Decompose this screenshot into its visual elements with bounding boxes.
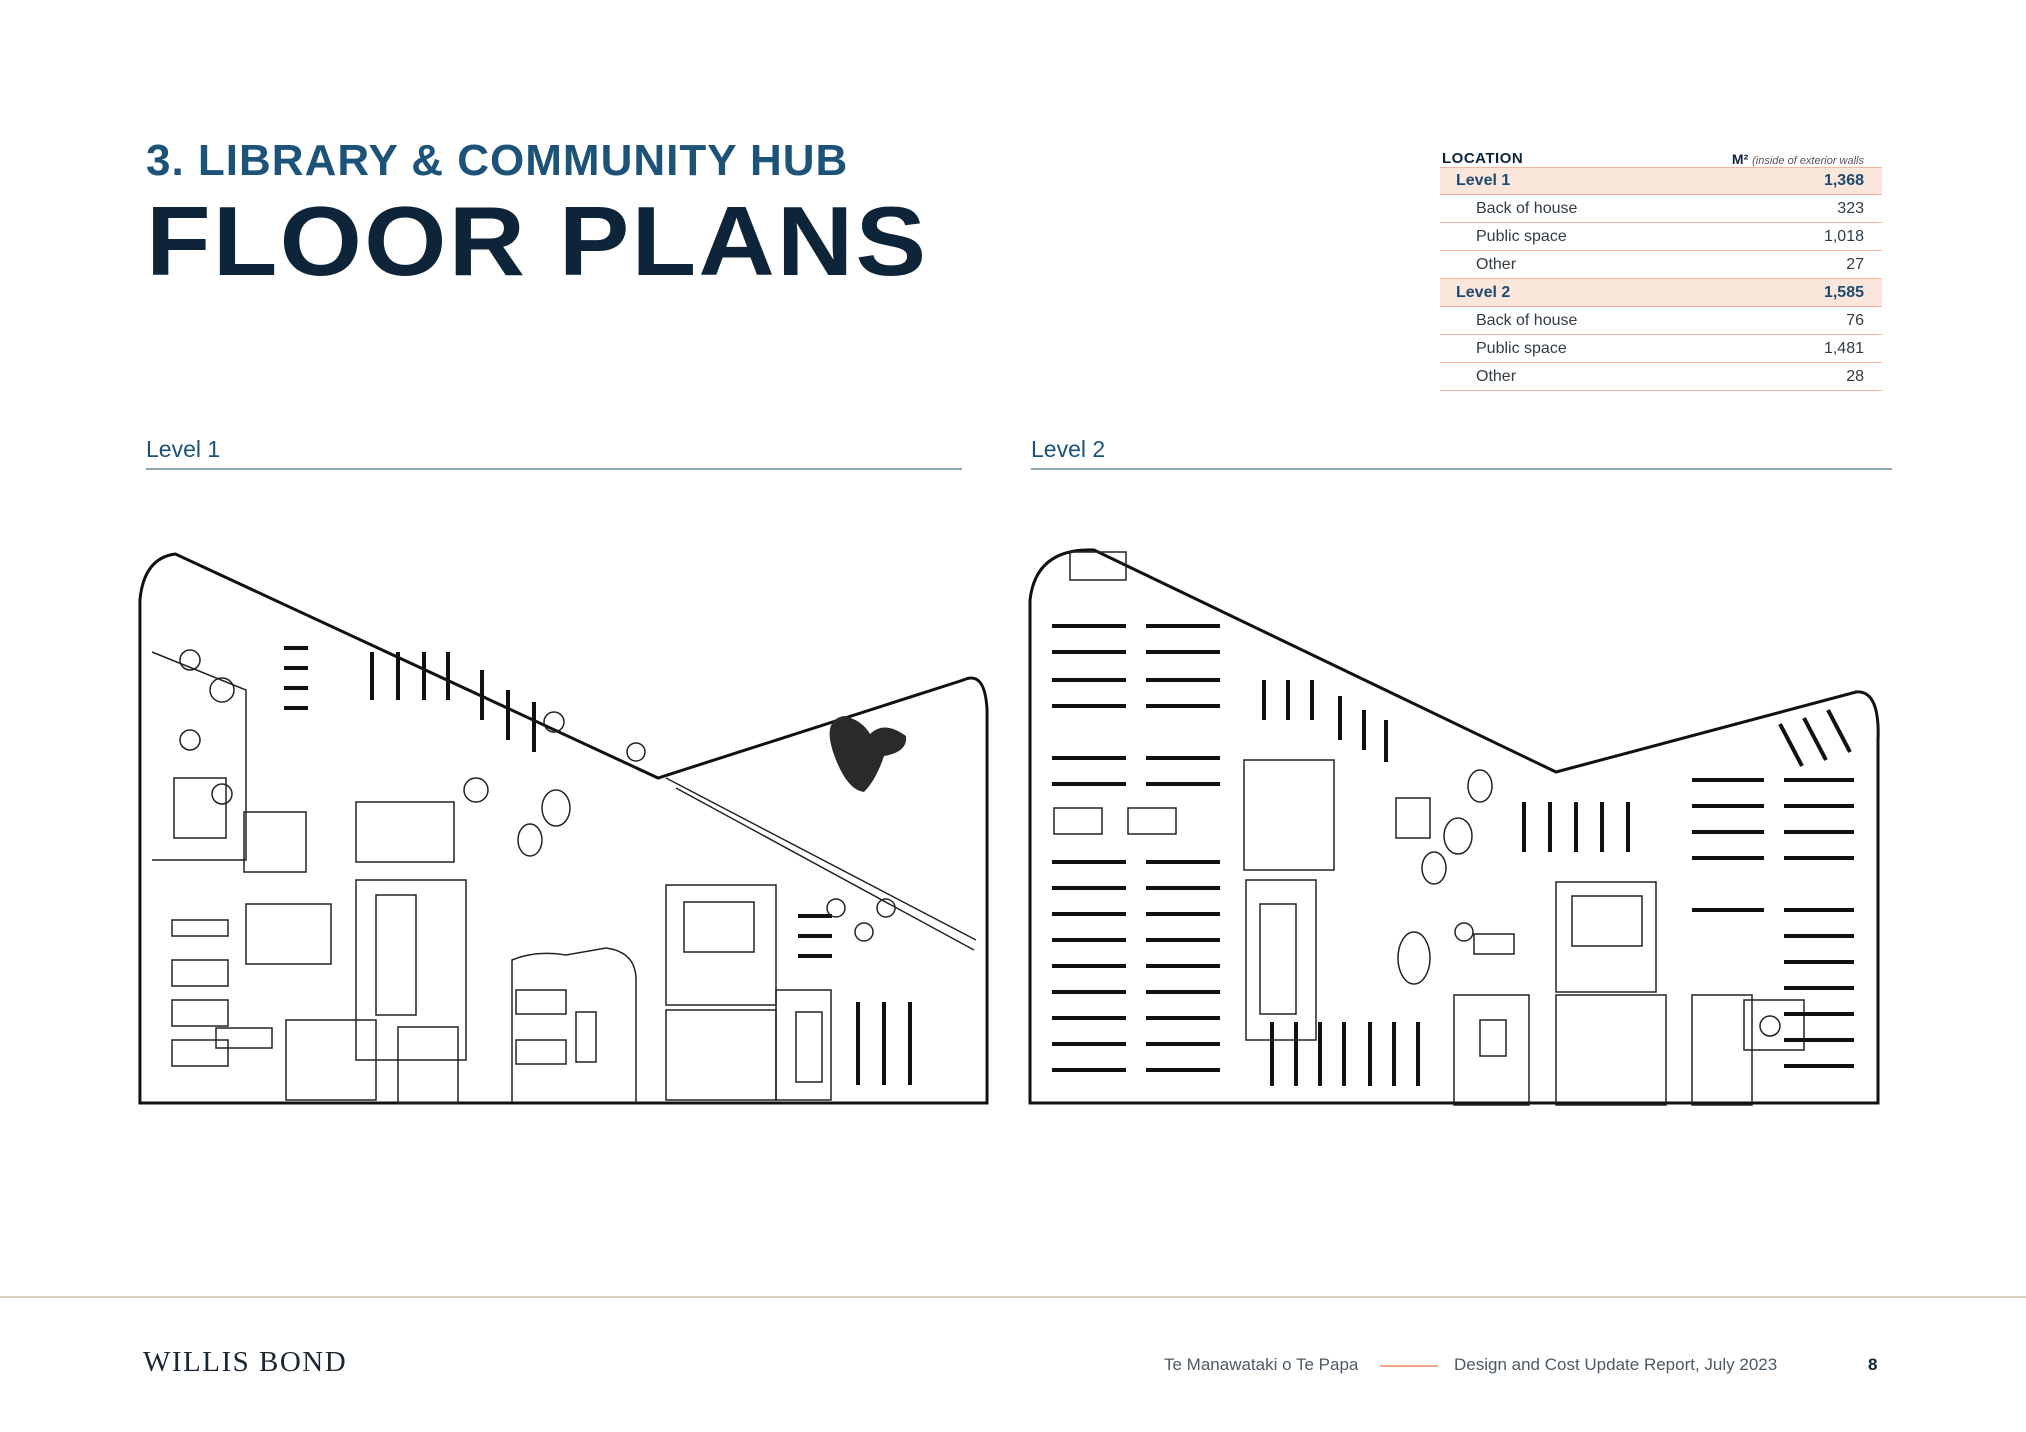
- section-subtitle: 3. LIBRARY & COMMUNITY HUB: [146, 136, 849, 185]
- area-table-row: Other 27: [1440, 251, 1882, 279]
- level-2-floor-plan: [1028, 548, 1880, 1106]
- row-value: 1,018: [1823, 227, 1864, 245]
- row-value: 76: [1846, 311, 1864, 329]
- area-table-row: Back of house 323: [1440, 195, 1882, 223]
- row-label: Public space: [1476, 339, 1567, 357]
- level-1-floor-plan: [138, 552, 989, 1105]
- area-table-row: Other 28: [1440, 363, 1882, 391]
- row-label: Back of house: [1476, 311, 1578, 329]
- area-table-level-row: Level 2 1,585: [1440, 279, 1882, 307]
- company-logo: WILLIS BOND: [143, 1346, 348, 1378]
- row-label: Back of house: [1476, 199, 1578, 217]
- footer-divider: [0, 1296, 2026, 1298]
- row-value: 1,481: [1823, 339, 1864, 357]
- row-value: 28: [1846, 367, 1864, 385]
- row-label: Public space: [1476, 227, 1567, 245]
- area-table: LOCATION M² (inside of exterior walls Le…: [1440, 145, 1882, 391]
- footer-report-title: Design and Cost Update Report, July 2023: [1454, 1355, 1778, 1374]
- level-2-heading: Level 2: [1031, 436, 1106, 462]
- row-label: Other: [1476, 255, 1517, 273]
- footer-project-name: Te Manawataki o Te Papa: [1164, 1355, 1359, 1374]
- row-value: 1,368: [1823, 172, 1864, 189]
- row-value: 27: [1846, 255, 1864, 273]
- row-label: Level 1: [1456, 172, 1511, 189]
- area-table-row: Public space 1,018: [1440, 223, 1882, 251]
- area-table-row: Back of house 76: [1440, 307, 1882, 335]
- level-1-divider: [146, 468, 962, 470]
- page-number: 8: [1868, 1355, 1878, 1374]
- row-value: 1,585: [1823, 283, 1864, 301]
- level-1-heading: Level 1: [146, 436, 221, 462]
- area-unit: M²: [1731, 151, 1749, 167]
- area-unit-note: (inside of exterior walls: [1752, 155, 1864, 167]
- level-2-divider: [1031, 468, 1892, 470]
- location-column-header: LOCATION: [1442, 150, 1524, 167]
- page-title: FLOOR PLANS: [146, 186, 929, 296]
- area-table-header: LOCATION M² (inside of exterior walls: [1440, 145, 1882, 167]
- footer-separator: [1380, 1365, 1438, 1367]
- area-table-level-row: Level 1 1,368: [1440, 167, 1882, 195]
- row-label: Level 2: [1456, 283, 1511, 301]
- row-label: Other: [1476, 367, 1517, 385]
- area-column-header: M² (inside of exterior walls: [1732, 151, 1864, 167]
- row-value: 323: [1837, 199, 1864, 217]
- area-table-row: Public space 1,481: [1440, 335, 1882, 363]
